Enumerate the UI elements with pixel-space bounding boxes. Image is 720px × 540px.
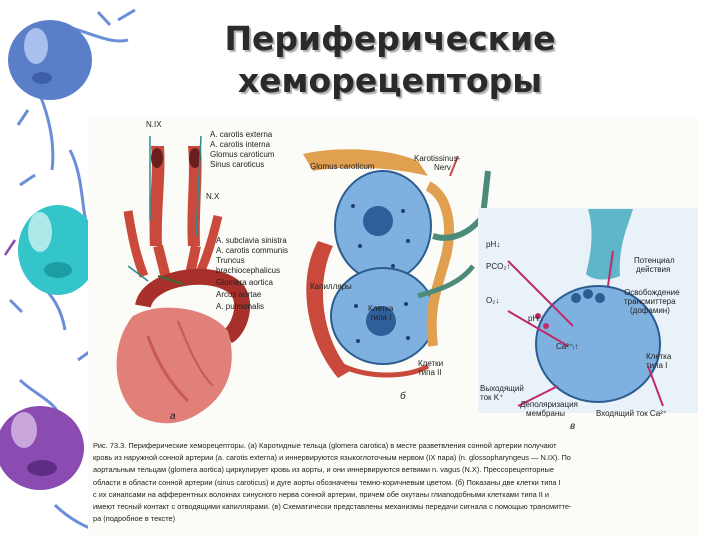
ca-current-label: Входящий ток Ca²⁺ <box>596 409 668 418</box>
artery-label-11: A. pulmonalis <box>216 302 265 311</box>
balloon-purple <box>0 406 84 490</box>
caption-line: Рис. 73.3. Периферические хеморецепторы.… <box>93 441 557 450</box>
panel-c-drawing <box>478 208 698 413</box>
nerve-x-label: N.X <box>206 192 220 201</box>
figure-caption: Рис. 73.3. Периферические хеморецепторы.… <box>93 440 693 525</box>
artery-label-3: Glomus caroticum <box>210 150 275 159</box>
caption-line: имеют тесный контакт с отводящими капилл… <box>93 502 572 512</box>
artery-label-4: Sinus caroticus <box>210 160 265 169</box>
depol-label-1: Деполяризация <box>520 400 578 409</box>
pco2-label: PCO₂↑ <box>486 262 511 271</box>
depol-label-2: мембраны <box>526 409 566 418</box>
cell1-label-1: Клетка <box>646 352 672 361</box>
potential-label-2: действия <box>636 265 671 274</box>
artery-label-8: brachiocephalicus <box>216 266 281 275</box>
figure-drawing <box>116 135 698 424</box>
glomus-label: Glomus caroticum <box>310 162 375 171</box>
nerve-ix-label: N.IX <box>146 120 162 129</box>
artery-label-7: Truncus <box>216 256 245 265</box>
panel-a-letter: а <box>170 411 176 422</box>
title-line-2: хеморецепторы <box>237 61 543 100</box>
nerve-label-2: Nerv <box>434 163 451 172</box>
balloon-cyan <box>18 205 98 295</box>
release-label-3: (дофамин) <box>630 306 670 315</box>
panel-a-drawing <box>116 135 251 424</box>
k-label-2: ток K⁺ <box>480 393 504 402</box>
artery-label-5: A. subclavia sinistra <box>216 236 287 245</box>
caption-line: с их синапсами на афферентных волокнах с… <box>93 489 550 499</box>
ph-label: pH↓ <box>486 240 501 249</box>
title-line-1: Периферические <box>224 19 556 58</box>
panel-b-letter: б <box>400 391 406 402</box>
balloon-blue <box>8 20 92 100</box>
type1-label-2: типа I <box>370 313 392 322</box>
type2-label-1: Клетки <box>418 359 444 368</box>
caption-line: аортальным тельцам (glomera aortica) цир… <box>93 465 554 475</box>
caption-line: ра (подробное в тексте) <box>93 514 176 524</box>
slide-title: Периферические хеморецепторы <box>150 18 630 102</box>
caption-line: кровь из наружной сонной артерии (a. car… <box>93 453 571 463</box>
artery-label-1: A. carotis externa <box>210 130 273 139</box>
release-label-1: Освобождение <box>624 288 680 297</box>
k-label-1: Выходящий <box>480 384 524 393</box>
panel-b-drawing <box>303 149 491 378</box>
panel-c-letter: в <box>570 421 576 432</box>
artery-label-10: Arcus aortae <box>216 290 262 299</box>
caption-line: области в области сонной артерии (sinus … <box>93 477 561 487</box>
phi-label: pHᵢ↓ <box>528 314 544 323</box>
type1-label-1: Клетка <box>368 304 394 313</box>
release-label-2: трансмиттера <box>624 297 676 306</box>
type2-label-2: типа II <box>418 368 442 377</box>
artery-label-9: Glomera aortica <box>216 278 273 287</box>
artery-label-2: A. carotis interna <box>210 140 271 149</box>
capillaries-label: Капилляры <box>310 282 352 291</box>
ca-label: Ca²⁺ᵢ↑ <box>556 342 579 351</box>
nerve-label-1: Karotissinus- <box>414 154 461 163</box>
artery-label-6: A. carotis communis <box>216 246 289 255</box>
po2-label: O₂↓ <box>486 296 500 305</box>
cell1-label-2: типа I <box>646 361 668 370</box>
figure-panel: N.IX N.X A. carotis externa A. carotis i… <box>88 116 698 536</box>
potential-label-1: Потенциал <box>634 256 675 265</box>
